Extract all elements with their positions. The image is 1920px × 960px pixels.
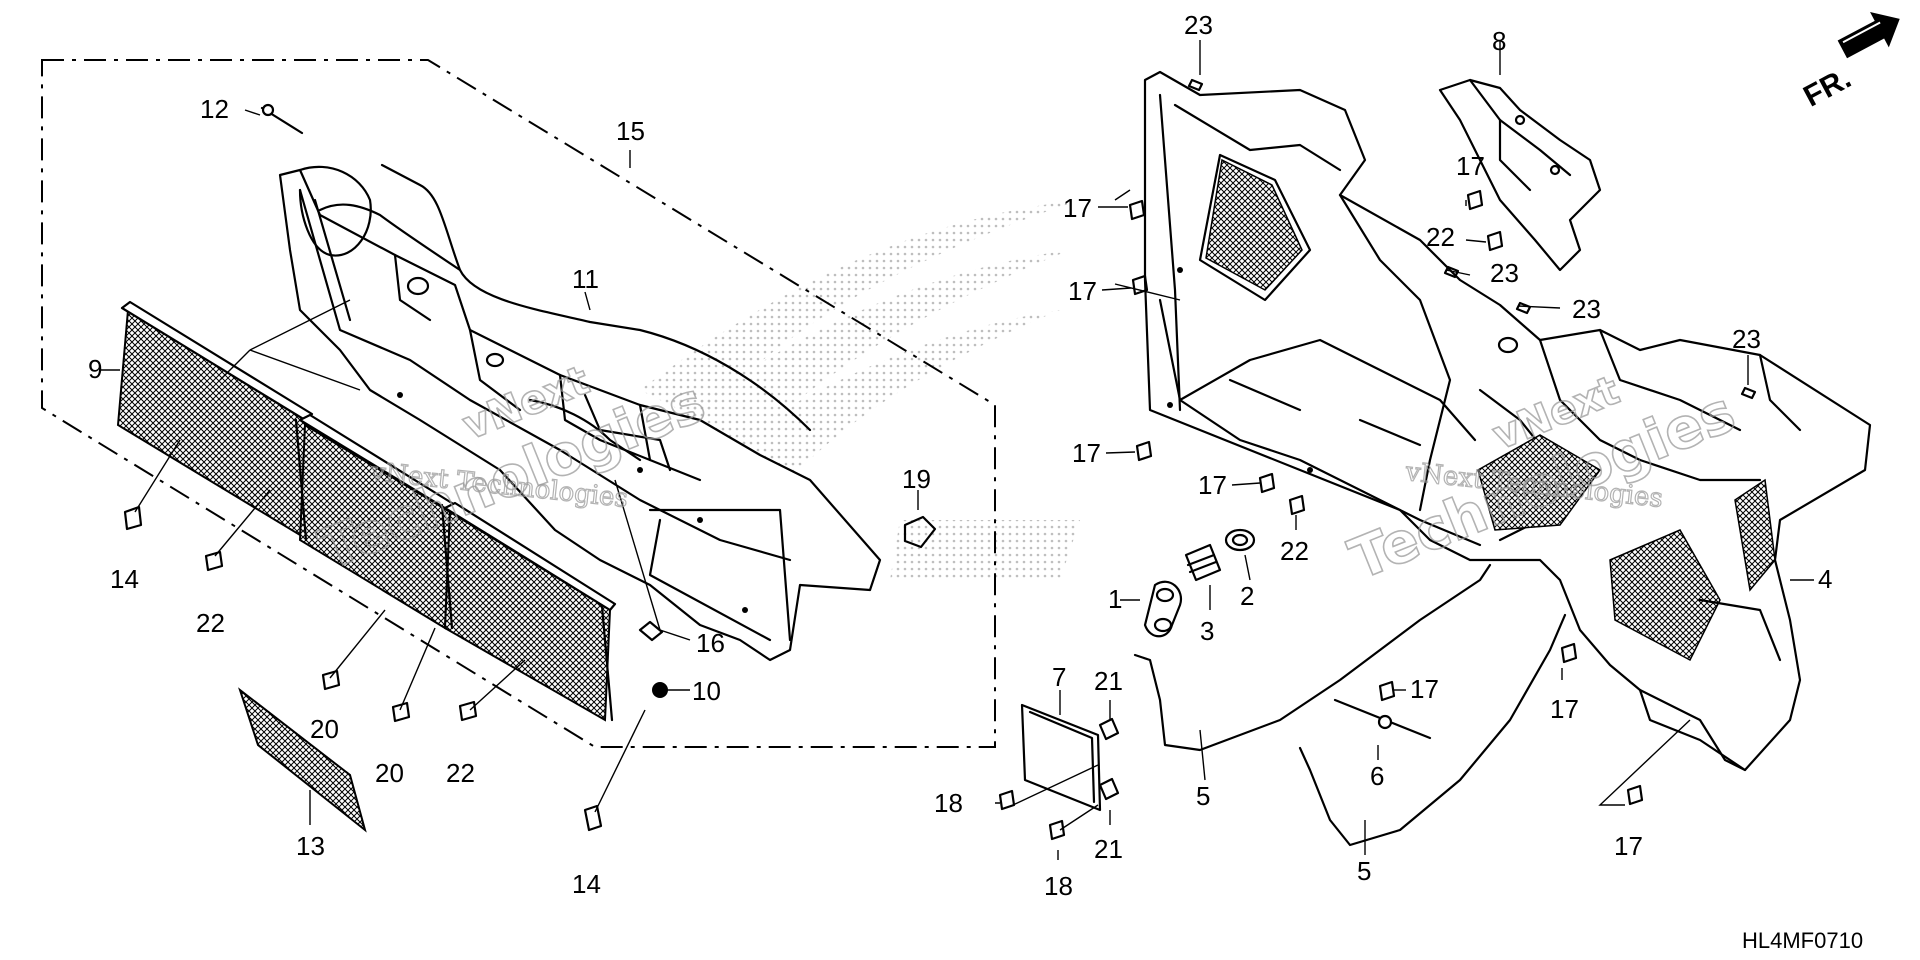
callout-22c: 22	[1280, 536, 1309, 566]
callout-22a: 22	[196, 608, 225, 638]
callout-labels: 1 2 3 4 5 5 6 7 8 9 10 11 12 13 14 14 15…	[88, 10, 1832, 901]
leaders-right	[995, 40, 1814, 860]
mesh-panel-9	[116, 300, 617, 722]
callout-16: 16	[696, 628, 725, 658]
assembly-outline-dashed	[41, 59, 996, 748]
callout-8: 8	[1492, 26, 1506, 56]
callout-10: 10	[692, 676, 721, 706]
callout-1: 1	[1108, 584, 1122, 614]
callout-15: 15	[616, 116, 645, 146]
callout-14b: 14	[572, 869, 601, 899]
rear-panel	[278, 165, 882, 662]
front-direction-arrow	[1837, 12, 1900, 59]
mesh-panel-13	[238, 687, 367, 833]
callout-6: 6	[1370, 761, 1384, 791]
callout-20a: 20	[310, 714, 339, 744]
cable-5a	[1133, 563, 1492, 752]
callout-3: 3	[1200, 616, 1214, 646]
callout-18a: 18	[934, 788, 963, 818]
callout-14a: 14	[110, 564, 139, 594]
direction-label: FR.	[1798, 62, 1856, 114]
callout-18b: 18	[1044, 871, 1073, 901]
callout-17b: 17	[1068, 276, 1097, 306]
callout-9: 9	[88, 354, 102, 384]
callout-5a: 5	[1196, 781, 1210, 811]
callout-22d: 22	[1426, 222, 1455, 252]
callout-12: 12	[200, 94, 229, 124]
plate-7	[1020, 703, 1102, 812]
callout-17d: 17	[1198, 470, 1227, 500]
wire-11	[380, 163, 812, 432]
callout-20b: 20	[375, 758, 404, 788]
callout-13: 13	[296, 831, 325, 861]
callout-17a: 17	[1063, 193, 1092, 223]
callout-22b: 22	[446, 758, 475, 788]
callout-21b: 21	[1094, 834, 1123, 864]
callout-2: 2	[1240, 581, 1254, 611]
callout-17g: 17	[1550, 694, 1579, 724]
callout-19: 19	[902, 464, 931, 494]
grommets	[1143, 528, 1256, 638]
callout-23b: 23	[1490, 258, 1519, 288]
diagram-code: HL4MF0710	[1742, 928, 1863, 953]
callout-23d: 23	[1732, 324, 1761, 354]
callout-7: 7	[1052, 662, 1066, 692]
callout-17h: 17	[1614, 831, 1643, 861]
callout-23a: 23	[1184, 10, 1213, 40]
callout-23c: 23	[1572, 294, 1601, 324]
callout-21a: 21	[1094, 666, 1123, 696]
cable-5b	[1298, 613, 1567, 847]
callout-17e: 17	[1456, 151, 1485, 181]
callout-11: 11	[572, 264, 599, 294]
leaders-left	[100, 109, 919, 825]
watermark-logo	[640, 200, 1080, 580]
bracket-8	[1438, 78, 1602, 272]
callout-4: 4	[1818, 564, 1832, 594]
fastener-group-left	[123, 103, 937, 832]
callout-17c: 17	[1072, 438, 1101, 468]
rear-fender-assembly	[1143, 70, 1872, 772]
callout-5b: 5	[1357, 856, 1371, 886]
fastener-group-right	[998, 78, 1757, 841]
callout-17f: 17	[1410, 674, 1439, 704]
